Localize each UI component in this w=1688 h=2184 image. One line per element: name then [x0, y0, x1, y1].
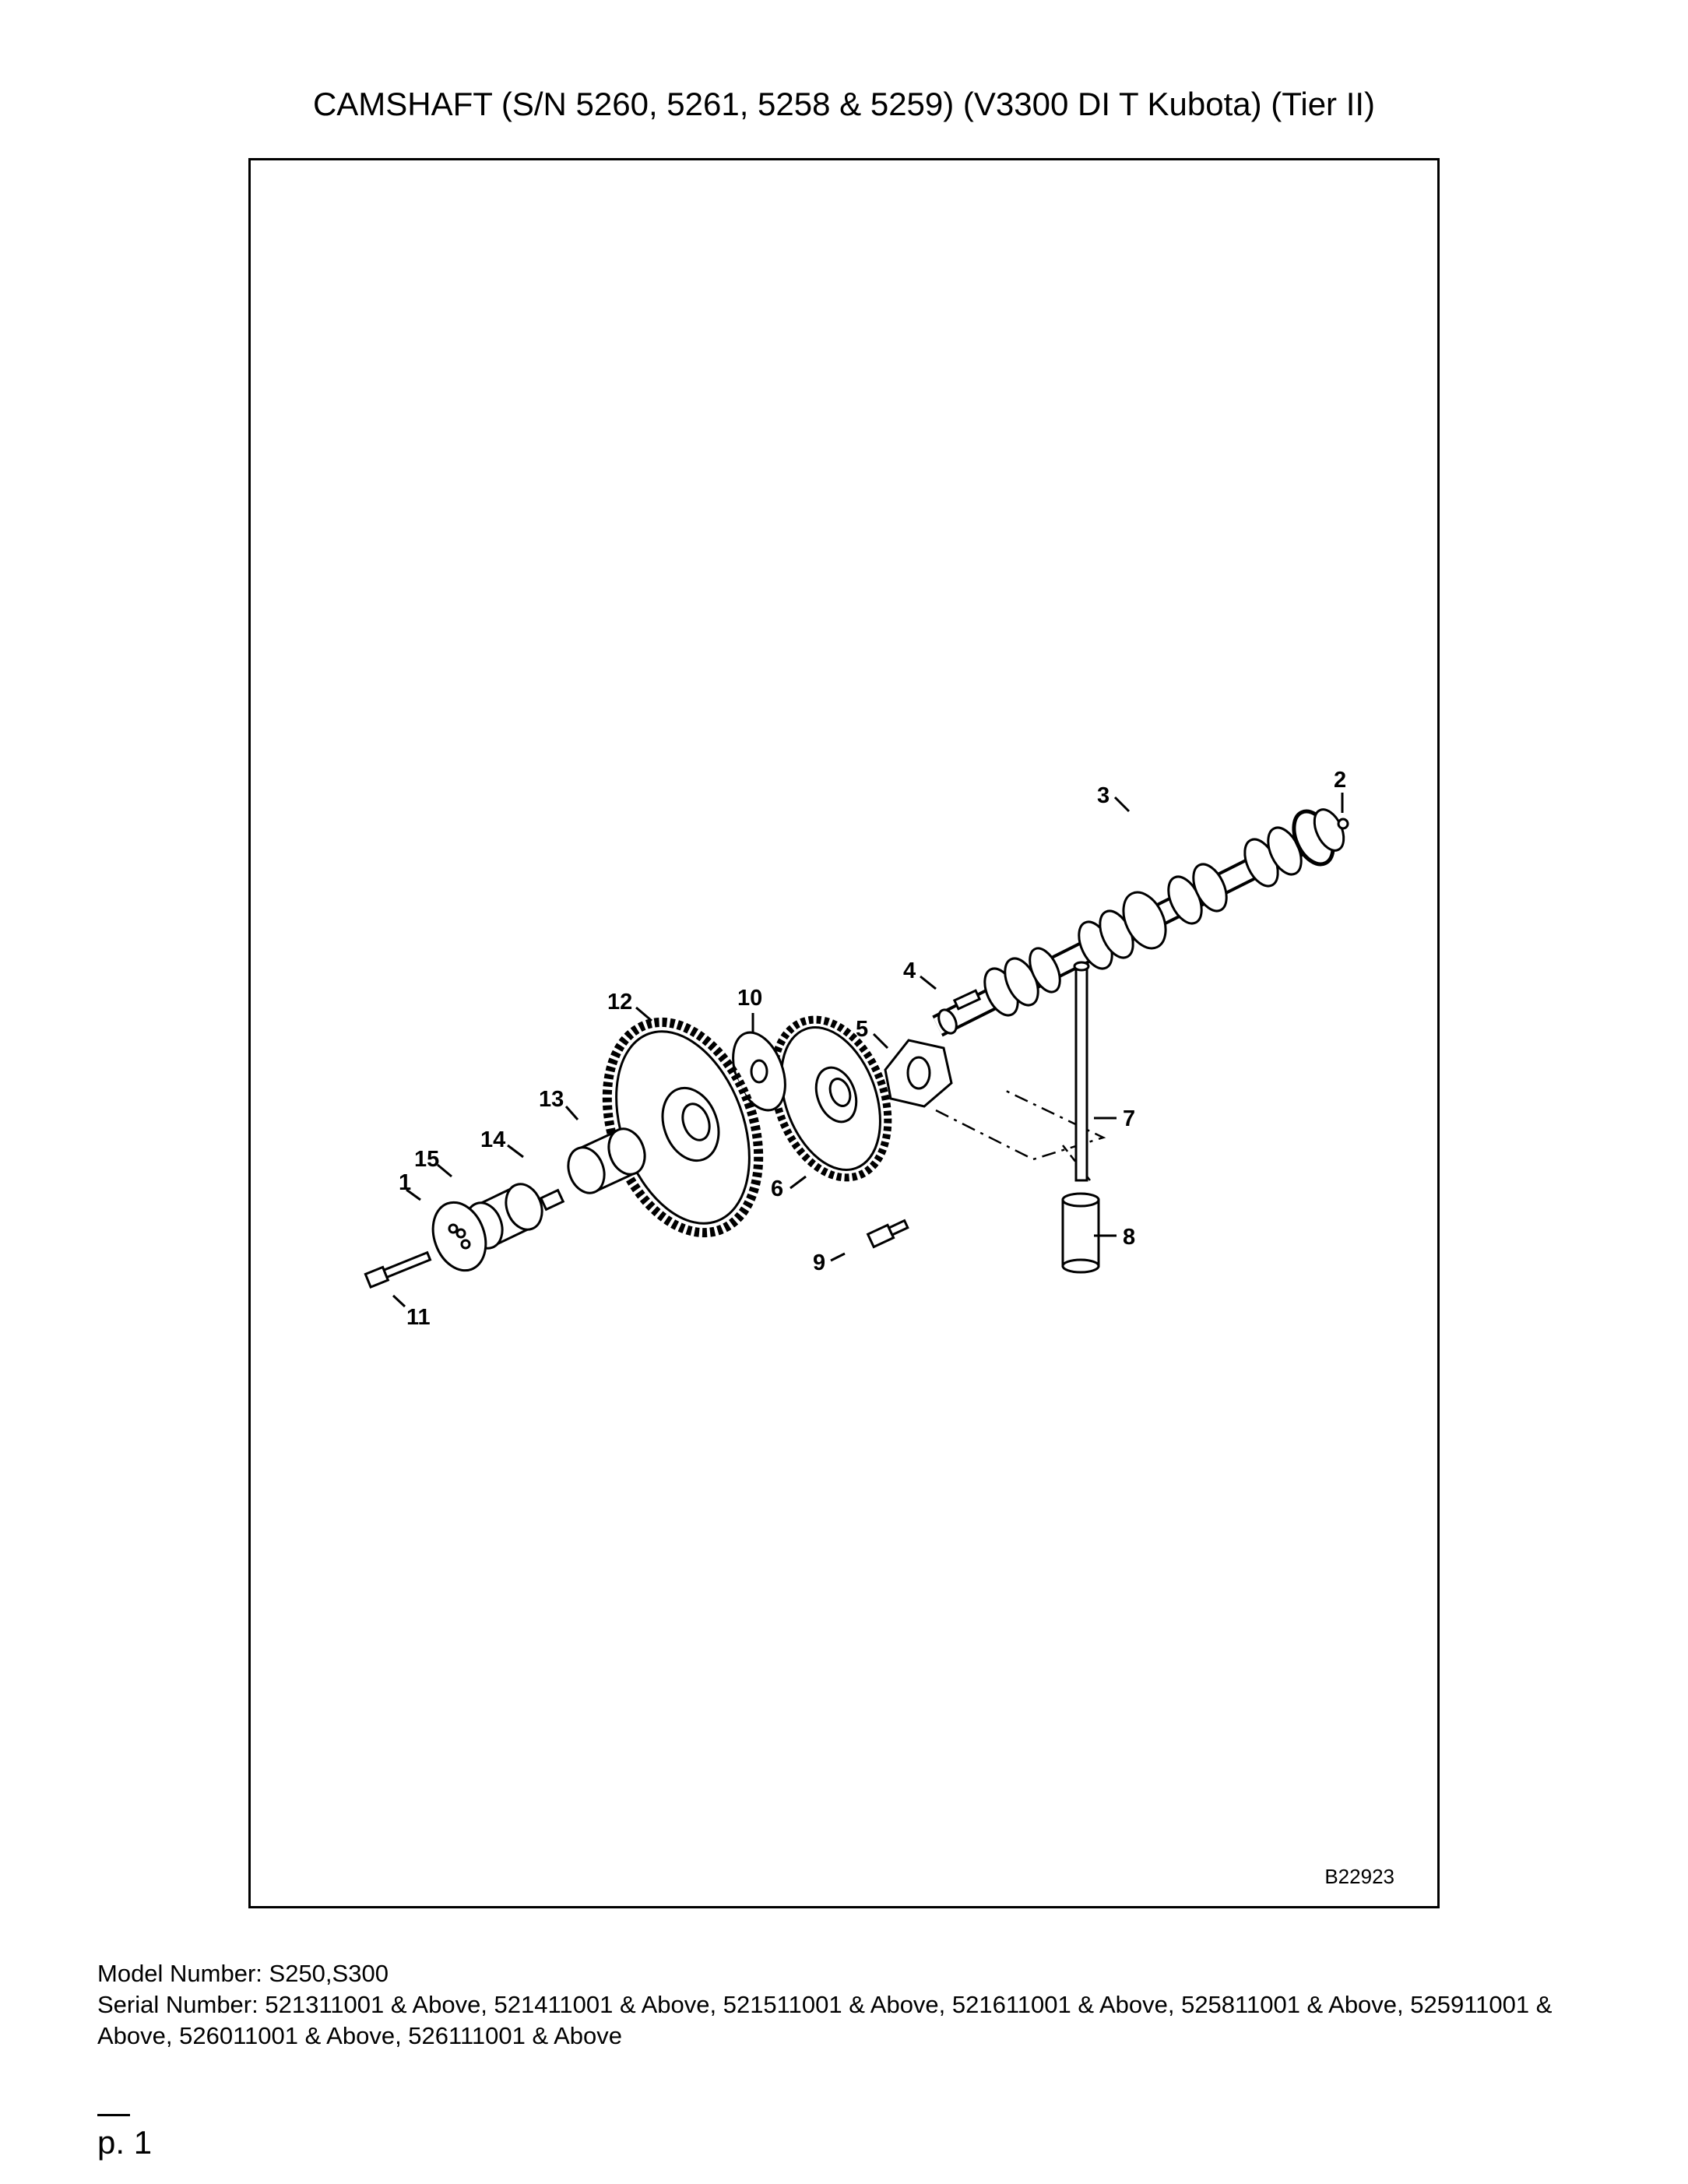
- page-rule-divider: [97, 2114, 130, 2116]
- callout-15: 15: [414, 1147, 439, 1172]
- callout-8: 8: [1123, 1225, 1135, 1250]
- bolt-part: [866, 1219, 909, 1249]
- alignment-dash-line: [1062, 1145, 1091, 1181]
- callout-4: 4: [903, 958, 916, 983]
- tappet-part: [1061, 1192, 1100, 1274]
- exploded-parts-diagram: 2 3 4 5 7 8 6 9 10 12 13 14 15 1 11: [364, 768, 1349, 1330]
- diagram-frame: 2 3 4 5 7 8 6 9 10 12 13 14 15 1 11 B229…: [248, 158, 1440, 1908]
- serial-number: Serial Number: 521311001 & Above, 521411…: [97, 1991, 1553, 2049]
- idle-gear-part: [602, 1017, 764, 1238]
- callout-9: 9: [813, 1250, 825, 1275]
- callout-11: 11: [406, 1305, 431, 1330]
- callout-5: 5: [856, 1017, 868, 1042]
- pushrod-part: [1073, 961, 1090, 1182]
- model-number: Model Number: S250,S300: [97, 1960, 389, 1987]
- callout-12: 12: [607, 990, 632, 1015]
- callout-13: 13: [539, 1087, 564, 1112]
- callout-14: 14: [480, 1127, 505, 1152]
- callout-6: 6: [771, 1176, 783, 1201]
- plate-part: [431, 1201, 487, 1272]
- page-number: p. 1: [97, 2124, 153, 2161]
- pin-part: [539, 1188, 565, 1212]
- figure-code: B22923: [1324, 1865, 1394, 1888]
- callout-3: 3: [1097, 783, 1110, 808]
- callout-7: 7: [1123, 1106, 1135, 1131]
- callout-2: 2: [1334, 768, 1346, 793]
- callout-10: 10: [737, 986, 762, 1011]
- bolt-11-part: [364, 1250, 432, 1289]
- page-title: CAMSHAFT (S/N 5260, 5261, 5258 & 5259) (…: [312, 86, 1376, 122]
- callout-1: 1: [399, 1170, 411, 1195]
- bushing-part: [567, 1127, 646, 1194]
- key-part: [952, 989, 982, 1011]
- plug-part: [1337, 818, 1349, 830]
- camshaft-part: [932, 808, 1345, 1037]
- leader-lines: [392, 793, 1344, 1308]
- cam-gear-part: [769, 1015, 892, 1182]
